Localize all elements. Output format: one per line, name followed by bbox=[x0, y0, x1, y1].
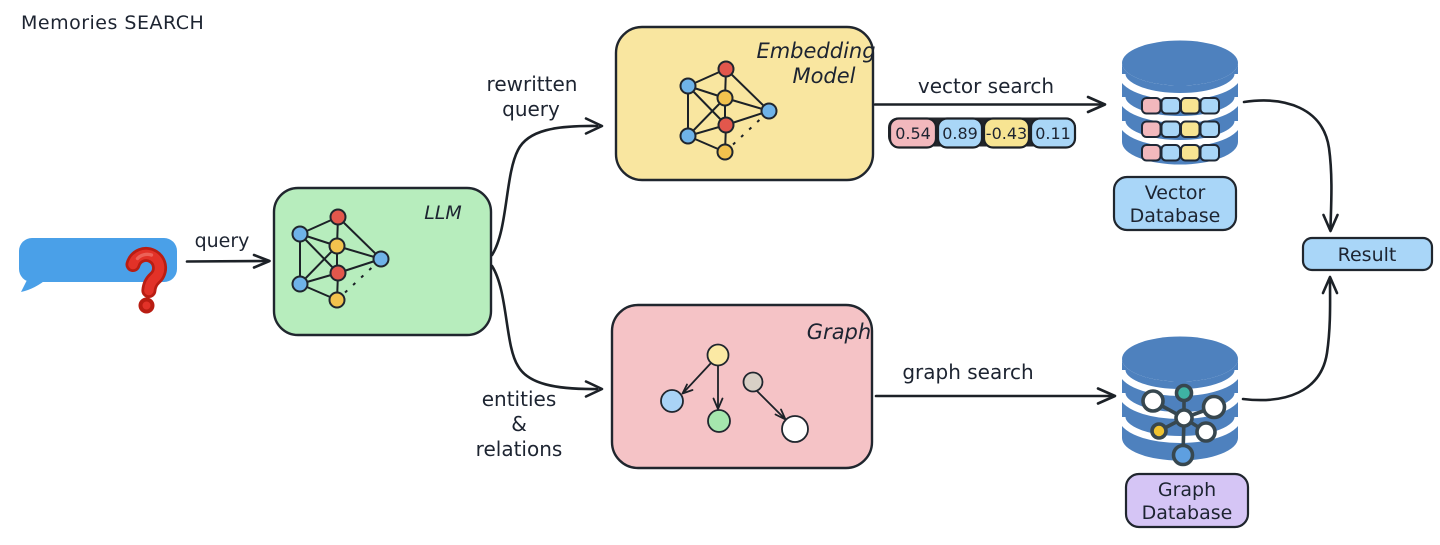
vector-database-label-line2: Database bbox=[1130, 205, 1221, 227]
graph-box-label: Graph bbox=[807, 320, 871, 344]
vector-chip-value: 0.11 bbox=[1035, 124, 1071, 143]
graph-search-label: graph search bbox=[902, 360, 1033, 384]
embedding-model-label-line1: Embedding bbox=[756, 39, 875, 63]
graph-db-to-result-arrow bbox=[1241, 275, 1339, 402]
rewritten-query-label-line2: query bbox=[502, 97, 560, 121]
graph-database-icon bbox=[1122, 336, 1238, 467]
vector-database-icon bbox=[1122, 40, 1238, 165]
rewritten-query-arrow bbox=[490, 117, 604, 257]
embedding-model-label-line2: Model bbox=[792, 64, 855, 88]
vector-search-label: vector search bbox=[918, 74, 1054, 98]
llm-box-label: LLM bbox=[424, 202, 462, 224]
neural-network-icon bbox=[291, 208, 390, 309]
graph-database-label-line1: Graph bbox=[1158, 479, 1216, 501]
entities-relations-label-line2: & bbox=[511, 412, 527, 436]
embedding-model-box: Embedding Model bbox=[614, 25, 876, 182]
graph-box: Graph bbox=[610, 303, 874, 470]
entities-relations-label-line1: entities bbox=[482, 387, 557, 411]
neural-network-icon bbox=[679, 60, 778, 161]
graph-search-arrow bbox=[874, 387, 1117, 405]
vector-chip-value: -0.43 bbox=[986, 124, 1027, 143]
query-arrow bbox=[185, 253, 271, 269]
page-title: Memories SEARCH bbox=[21, 12, 204, 34]
entities-relations-arrow bbox=[490, 264, 604, 398]
chat-bubble bbox=[19, 238, 177, 314]
vector-database-label-line1: Vector bbox=[1145, 182, 1206, 204]
graph-network-icon bbox=[1141, 383, 1227, 467]
result-label: Result bbox=[1338, 244, 1397, 266]
graph-database-label: Graph Database bbox=[1124, 472, 1250, 529]
question-mark-icon bbox=[125, 246, 168, 314]
vector-chip-value: 0.89 bbox=[942, 124, 978, 143]
embedding-vector-chips: 0.54 0.89 -0.43 0.11 bbox=[888, 117, 1077, 149]
rewritten-query-label-line1: rewritten bbox=[487, 72, 578, 96]
knowledge-graph-icon bbox=[660, 343, 809, 443]
vector-chip-value: 0.54 bbox=[895, 124, 931, 143]
graph-database-label-line2: Database bbox=[1142, 502, 1233, 524]
result-box: Result bbox=[1301, 236, 1434, 272]
vector-database-label: Vector Database bbox=[1112, 175, 1238, 232]
vector-db-to-result-arrow bbox=[1242, 99, 1339, 233]
vector-search-arrow bbox=[873, 95, 1107, 114]
query-arrow-label: query bbox=[195, 230, 250, 252]
vector-db-rows bbox=[1141, 97, 1220, 162]
entities-relations-label-line3: relations bbox=[476, 437, 563, 461]
llm-box: LLM bbox=[272, 186, 493, 337]
